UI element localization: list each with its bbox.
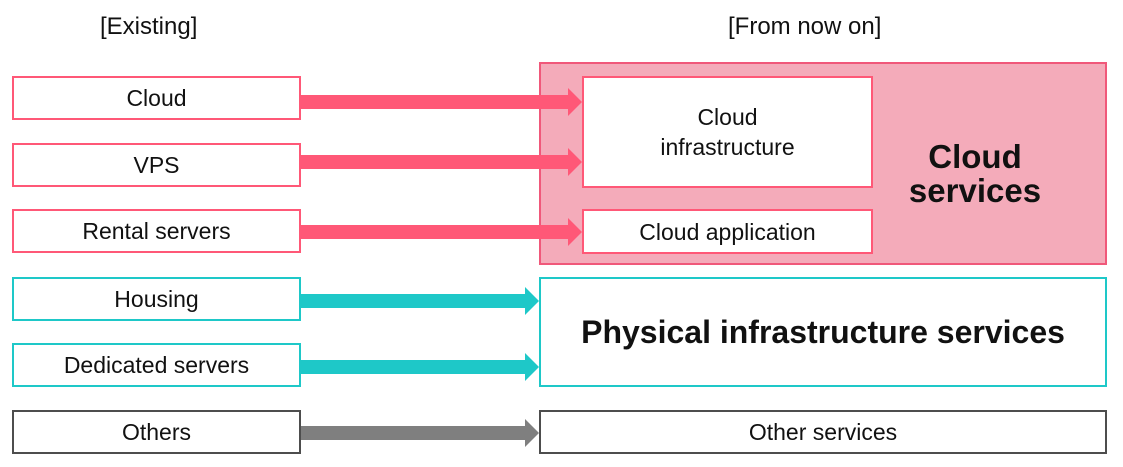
arrow-cloud-to-cloud-infrastructure xyxy=(301,88,582,116)
cloud-infrastructure-box: Cloud infrastructure xyxy=(582,76,873,188)
existing-housing-box: Housing xyxy=(12,277,301,321)
cloud-application-box: Cloud application xyxy=(582,209,873,254)
existing-cloud-box: Cloud xyxy=(12,76,301,120)
existing-rental-servers-box: Rental servers xyxy=(12,209,301,253)
existing-others-box: Others xyxy=(12,410,301,454)
arrow-others-to-other-services xyxy=(301,419,539,447)
cloud-infrastructure-label: Cloud infrastructure xyxy=(660,104,795,160)
cloud-services-title: Cloud services xyxy=(908,138,1042,209)
existing-dedicated-servers-box: Dedicated servers xyxy=(12,343,301,387)
existing-header: [Existing] xyxy=(100,13,198,40)
arrow-vps-to-cloud-infrastructure xyxy=(301,148,582,176)
arrow-rental-servers-to-cloud-application xyxy=(301,218,582,246)
from-now-on-header: [From now on] xyxy=(728,13,882,40)
other-services-box: Other services xyxy=(539,410,1107,454)
arrow-housing-to-physical-infrastructure xyxy=(301,287,539,315)
arrow-dedicated-servers-to-physical-infrastructure xyxy=(301,353,539,381)
physical-infrastructure-services-box: Physical infrastructure services xyxy=(539,277,1107,387)
existing-vps-box: VPS xyxy=(12,143,301,187)
physical-infrastructure-services-label: Physical infrastructure services xyxy=(581,314,1065,350)
